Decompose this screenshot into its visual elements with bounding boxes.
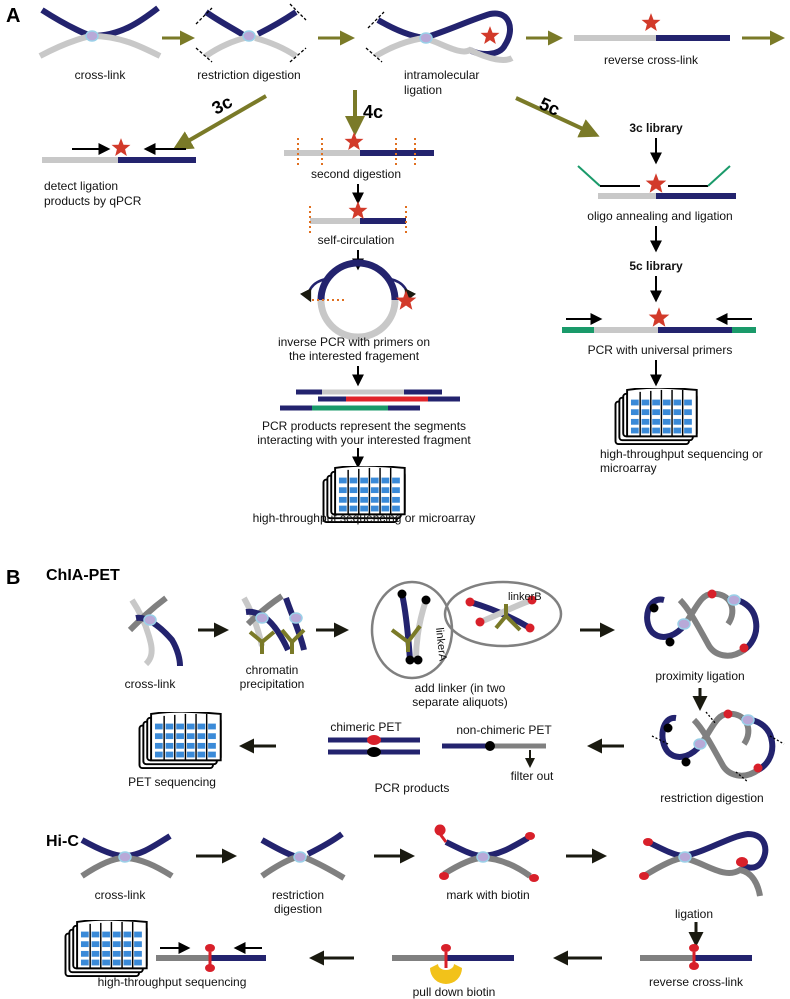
a-crosslink-diagram	[38, 5, 162, 59]
chiapet-chromatin-label-1: chromatin	[246, 663, 299, 677]
hic-digestion-label-1: restriction	[272, 888, 324, 902]
chiapet-proximity-label: proximity ligation	[655, 669, 744, 683]
chiapet-crosslink-diagram	[127, 595, 183, 667]
hic-title: Hi-C	[46, 833, 79, 850]
chiapet-nonchimeric-label: non-chimeric PET	[456, 723, 552, 737]
a-4c-inverse-pcr-2: the interested fragement	[289, 349, 420, 363]
hic-digestion-label-2: digestion	[274, 902, 322, 916]
a-4c-second-digestion-label: second digestion	[311, 167, 401, 181]
a-4c-pcr-text-1: PCR products represent the segments	[262, 419, 466, 433]
hic-sequencing-label: high-throughput sequencing	[98, 975, 247, 989]
chiapet-proximity-diagram	[644, 589, 760, 659]
a-5c-oligo-label: oligo annealing and ligation	[587, 209, 732, 223]
a-4c-second-digestion	[284, 132, 434, 168]
a-route-3c-arrow	[172, 94, 268, 151]
a-ligation-label-1: intramolecular	[404, 68, 479, 82]
a-reverse-diagram	[574, 13, 730, 41]
a-5c-sequencer-icon	[614, 388, 698, 446]
a-route-4c-label: 4c	[363, 102, 383, 122]
hic-pulldown-label: pull down biotin	[413, 985, 496, 999]
a-4c-inverse-pcr-1: inverse PCR with primers on	[278, 335, 430, 349]
a-5c-seq-label-2: microarray	[600, 461, 657, 475]
chiapet-pcr-label: PCR products	[375, 781, 450, 795]
hic-ligation-label: ligation	[675, 907, 713, 921]
chiapet-linker-diagram	[370, 580, 563, 680]
hic-sequencer-icon	[64, 920, 148, 978]
chiapet-restriction-diagram	[651, 709, 785, 783]
hic-digestion-diagram	[260, 831, 346, 881]
a-ligation-label-2: ligation	[404, 83, 442, 97]
hic-pulldown-diagram	[392, 944, 514, 984]
hic-crosslink-label: cross-link	[95, 888, 147, 902]
a-4c-circle	[299, 259, 417, 341]
chiapet-title: ChIA-PET	[46, 567, 120, 584]
a-4c-self-circulation	[309, 201, 407, 236]
a-4c-pcr-text-2: interacting with your interested fragmen…	[257, 433, 471, 447]
panel-label-b: B	[6, 567, 20, 589]
a-3c-label-2: products by qPCR	[44, 194, 142, 208]
chiapet-chromatin-diagram	[241, 593, 307, 654]
a-3c-label-1: detect ligation	[44, 179, 118, 193]
panel-label-a: A	[6, 5, 20, 27]
chiapet-pcr-products	[328, 735, 546, 768]
chiapet-pet-seq-label: PET sequencing	[128, 775, 216, 789]
hic-crosslink-diagram	[80, 833, 174, 879]
chiapet-sequencer-icon	[138, 712, 222, 770]
hic-ligation-diagram	[639, 830, 769, 897]
a-4c-pcr-products	[280, 389, 460, 411]
a-5c-pcr-label: PCR with universal primers	[588, 343, 733, 357]
chiapet-add-linker-2: separate aliquots)	[412, 695, 507, 709]
hic-reverse-label: reverse cross-link	[649, 975, 744, 989]
a-reverse-label: reverse cross-link	[604, 53, 699, 67]
hic-final-product	[156, 942, 266, 972]
chiapet-chromatin-label-2: precipitation	[240, 677, 305, 691]
a-4c-sequencing-label: high-throughput sequencing or microarray	[253, 511, 476, 525]
a-3c-diagram	[42, 138, 196, 163]
a-5c-seq-label-1: high-throughput sequencing or	[600, 447, 763, 461]
a-digestion-diagram	[195, 3, 307, 63]
a-5c-library-3c: 3c library	[629, 121, 683, 135]
chiapet-chimeric-label: chimeric PET	[330, 720, 402, 734]
hic-reverse-diagram	[640, 944, 752, 970]
hic-biotin-label: mark with biotin	[446, 888, 529, 902]
chiapet-crosslink-label: cross-link	[125, 677, 177, 691]
a-5c-oligo-diagram	[577, 165, 736, 199]
chiapet-add-linker-1: add linker (in two	[415, 681, 506, 695]
a-5c-library-5c: 5c library	[629, 259, 683, 273]
chiapet-linker-a: linkerA	[433, 627, 449, 662]
chiapet-filter-label: filter out	[511, 769, 554, 783]
chiapet-restriction-label: restriction digestion	[660, 791, 763, 805]
hic-biotin-diagram	[434, 824, 539, 882]
a-crosslink-label: cross-link	[75, 68, 127, 82]
a-ligation-diagram	[365, 10, 514, 63]
a-route-5c-arrow	[515, 96, 600, 138]
a-digestion-label: restriction digestion	[197, 68, 300, 82]
a-5c-pcr-diagram	[562, 307, 756, 333]
a-4c-self-circulation-label: self-circulation	[318, 233, 395, 247]
chiapet-linker-b: linkerB	[508, 591, 542, 603]
